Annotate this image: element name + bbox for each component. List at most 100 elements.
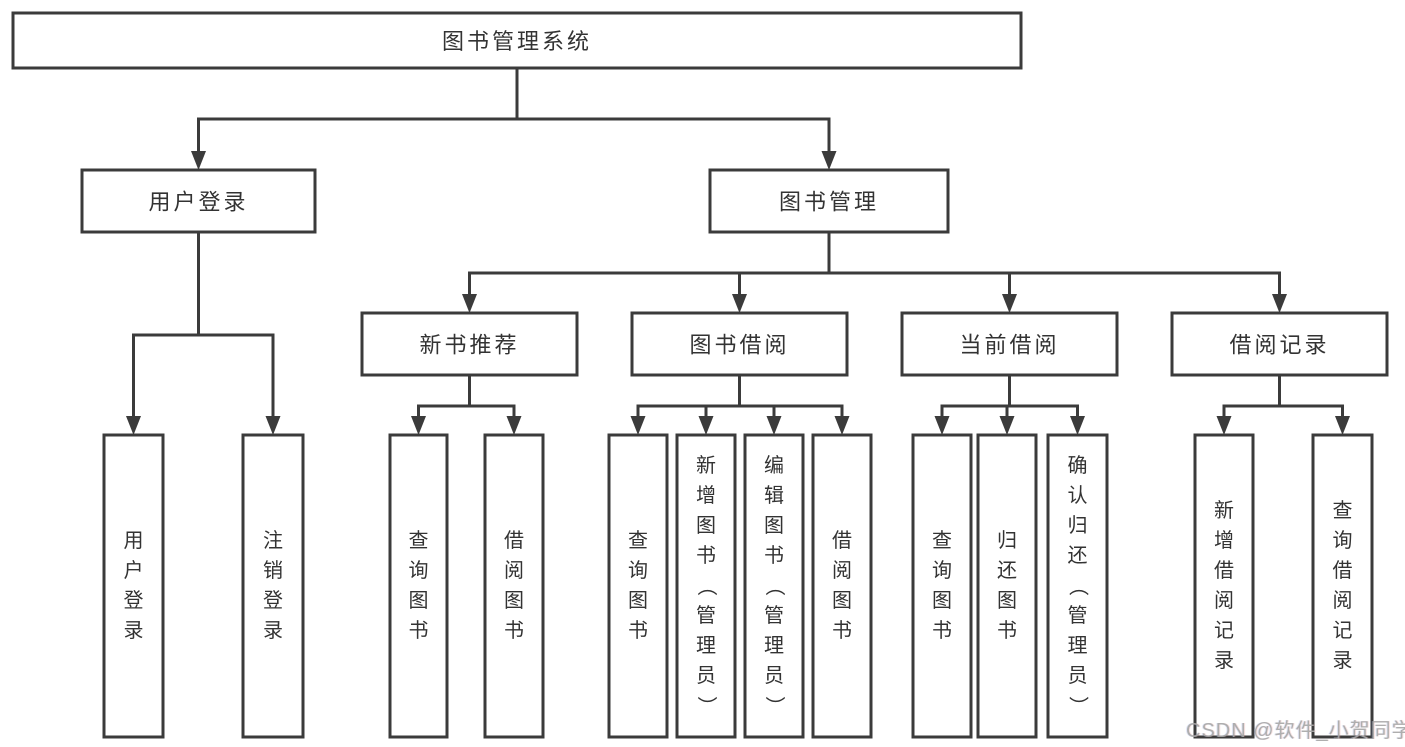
node-box [811,433,873,739]
node-label-char: 新 [1214,499,1234,522]
node-label-char: 记 [1214,619,1234,642]
arrowhead-icon [265,416,281,435]
node-label-char: 询 [1333,529,1353,552]
node-label-char: 书 [932,619,952,642]
node-label-char: 员 [1068,665,1088,687]
node-label-char: 借 [832,529,852,552]
node-label-char: 新 [696,454,716,477]
node-label-char: 图 [764,515,784,537]
node-box [1170,311,1389,377]
node-box [11,11,1023,70]
node-label-char: 管 [696,604,716,627]
node-box [241,433,305,739]
node-box [388,433,449,739]
arrowhead-icon [1216,416,1232,435]
node-label-char: 辑 [764,484,784,507]
node-label-char: 询 [409,559,429,582]
arrowhead-icon [411,416,426,435]
node-label-char: 阅 [1214,589,1234,612]
node-box [360,311,579,377]
arrowhead-icon [462,294,477,313]
arrowhead-icon [1070,416,1085,435]
node-label-char: 还 [1068,544,1088,567]
node-label-char: 图 [409,590,429,612]
node-label-char: 销 [263,559,283,582]
node-label-char: 还 [997,559,1017,582]
arrowhead-icon [698,416,714,435]
node-label-char: 查 [409,529,429,552]
node-label-char: 书 [764,544,784,567]
node-label-char: 理 [696,635,716,657]
node-label-char: 图 [504,590,524,612]
node-label-char: 书 [409,619,429,642]
node-label-char: 录 [1214,650,1234,672]
node-label-char: （ [763,576,786,596]
arrowhead-icon [1335,416,1350,435]
node-box [102,433,165,739]
node-label-char: 录 [263,620,283,642]
node-book-borrow: 图书借阅 [630,311,849,377]
edge-from-new-book [411,373,522,435]
edge-from-book-borrow [630,373,850,435]
node-label-char: 管 [764,604,784,627]
node-label-char: 增 [1214,529,1234,552]
node-label-char: 录 [124,620,144,642]
node-label-char: 询 [628,559,648,582]
node-box [708,168,950,234]
node-label-char: 归 [1068,514,1088,537]
arrowhead-icon [821,151,837,170]
node-label-char: 借 [504,529,524,552]
arrowhead-icon [732,294,747,313]
node-current-borrow: 当前借阅 [900,311,1119,377]
edge-from-user-login [126,230,281,435]
node-label-char: 登 [124,589,144,612]
node-borrow-record: 借阅记录 [1170,311,1389,377]
arrowhead-icon [999,416,1015,435]
arrowhead-icon [1272,294,1287,313]
node-label: 图书管理 [779,190,879,215]
arrowhead-icon [1002,294,1017,313]
node-label-char: 记 [1333,619,1353,642]
node-label-char: 编 [764,454,784,477]
node-label-char: 增 [696,484,716,507]
node-label-char: 图 [628,590,648,612]
node-label-char: 图 [932,590,952,612]
node-label-char: 员 [764,665,784,687]
node-label-char: 理 [764,635,784,657]
edge-from-root [191,66,837,170]
node-label-char: 查 [1333,499,1353,522]
node-label-char: 登 [263,589,283,612]
arrowhead-icon [766,416,782,435]
node-label-char: 书 [997,619,1017,642]
arrowhead-icon [934,416,950,435]
arrowhead-icon [834,416,850,435]
node-box [675,433,737,739]
node-label: 新书推荐 [419,333,519,358]
edge-from-current-borrow [934,373,1085,435]
node-box [1311,433,1374,739]
node-label-char: （ [695,576,718,596]
node-label-char: 图 [696,515,716,537]
arrowhead-icon [506,416,522,435]
node-label-char: 书 [696,544,716,567]
node-label-char: 录 [1333,650,1353,672]
node-label-char: ） [695,696,718,716]
node-box [1193,433,1255,739]
node-label: 用户登录 [148,190,248,215]
node-label-char: 图 [832,590,852,612]
node-label-char: 书 [832,619,852,642]
node-box [743,433,805,739]
node-label: 图书管理系统 [442,29,592,54]
node-label-char: 确 [1068,454,1088,477]
node-label-char: 认 [1068,484,1088,507]
node-label-char: 书 [504,619,524,642]
node-label-char: 借 [1333,559,1353,582]
